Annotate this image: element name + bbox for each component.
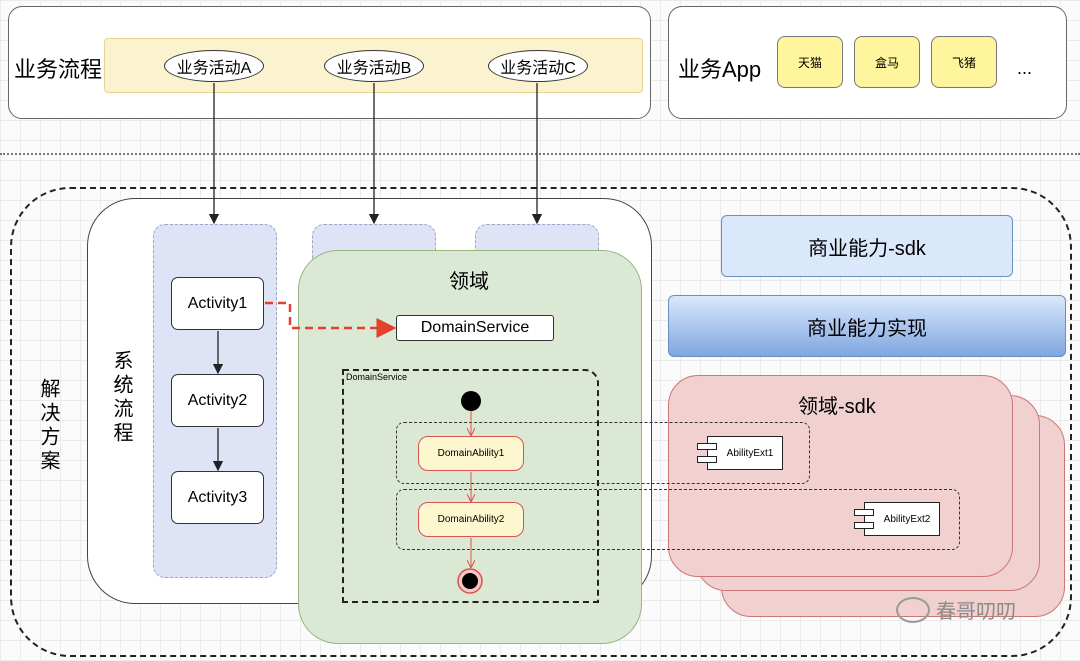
ability-ext-1-label: AbilityExt1	[726, 447, 774, 459]
ext-band-1	[396, 422, 810, 484]
business-capability-sdk[interactable]: 商业能力-sdk	[721, 215, 1013, 277]
component-icon	[697, 456, 717, 463]
ext-band-2	[396, 489, 960, 550]
activity-3[interactable]: Activity3	[171, 471, 264, 524]
wechat-icon	[896, 596, 930, 623]
solution-container	[10, 187, 1072, 657]
process-title: 业务流程	[14, 57, 103, 82]
system-flow-title: 系统流程	[110, 350, 132, 446]
ability-ext-2[interactable]: AbilityExt2	[864, 502, 940, 536]
app-freshippo[interactable]: 盒马	[854, 36, 920, 88]
business-activity-b[interactable]: 业务活动B	[324, 50, 424, 82]
ability-ext-1[interactable]: AbilityExt1	[707, 436, 783, 470]
business-activity-a[interactable]: 业务活动A	[164, 50, 264, 82]
end-node	[462, 573, 478, 589]
arrow-act1-domainservice	[265, 301, 397, 338]
subprocess-label: DomainService	[346, 372, 408, 382]
app-more: ...	[1017, 58, 1033, 78]
component-icon	[854, 522, 874, 529]
business-activity-c[interactable]: 业务活动C	[488, 50, 588, 82]
domain-title: 领域	[449, 271, 489, 293]
section-divider	[0, 153, 1080, 155]
business-capability-impl[interactable]: 商业能力实现	[668, 295, 1066, 357]
ability-ext-2-label: AbilityExt2	[883, 513, 931, 525]
domain-service-box[interactable]: DomainService	[396, 315, 554, 341]
domain-sdk-title: 领域-sdk	[798, 396, 876, 418]
app-tmall[interactable]: 天猫	[777, 36, 843, 88]
activity-2[interactable]: Activity2	[171, 374, 264, 427]
start-node	[461, 391, 481, 411]
watermark: 春哥叨叨	[896, 595, 1016, 624]
component-icon	[854, 509, 874, 516]
domain-service-subprocess	[342, 369, 599, 603]
activity-1[interactable]: Activity1	[171, 277, 264, 330]
app-title: 业务App	[678, 57, 762, 82]
app-fliggy[interactable]: 飞猪	[931, 36, 997, 88]
solution-title: 解决方案	[37, 378, 59, 474]
domain-ability-1[interactable]: DomainAbility1	[418, 436, 524, 471]
domain-ability-2[interactable]: DomainAbility2	[418, 502, 524, 537]
watermark-text: 春哥叨叨	[936, 601, 1016, 623]
component-icon	[697, 443, 717, 450]
